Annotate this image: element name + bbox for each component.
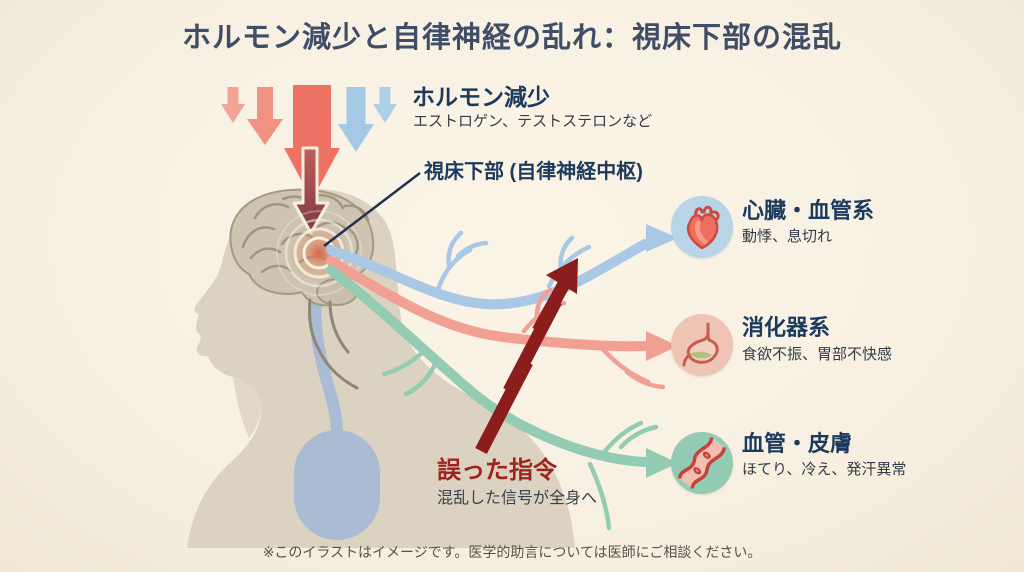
red-arrow-small-icon xyxy=(221,87,245,123)
brain-illustration xyxy=(229,188,375,390)
hormone-decrease-sublabel: エストロゲン、テストステロンなど xyxy=(413,113,653,130)
disclaimer-note: ※このイラストはイメージです。医学的助言については医師にご相談ください。 xyxy=(262,544,762,560)
heart-icon-circle xyxy=(671,196,733,258)
heart-icon xyxy=(686,205,720,250)
vessel-icon xyxy=(677,437,727,489)
hypothalamus-label: 視床下部 (自律神経中枢) xyxy=(424,161,643,183)
nerve-branch-stomach xyxy=(326,256,678,390)
organ-symptoms-cardiovascular: 動悸、息切れ xyxy=(742,228,833,245)
organ-name-digestive: 消化器系 xyxy=(742,315,831,340)
spine-illustration xyxy=(294,294,380,540)
organ-name-vessel-skin: 血管・皮膚 xyxy=(742,431,853,456)
stomach-icon-circle xyxy=(671,314,733,376)
impact-arrow-icon xyxy=(292,146,330,235)
blue-arrow-medium-icon xyxy=(338,87,374,152)
red-arrow-large-icon xyxy=(284,85,340,200)
stomach-icon xyxy=(682,322,719,367)
organ-name-cardiovascular: 心臓・血管系 xyxy=(742,198,875,223)
organ-symptoms-digestive: 食欲不振、胃部不快感 xyxy=(742,346,893,363)
brain-gyri xyxy=(241,193,370,274)
hypothalamus-leader-line xyxy=(323,172,421,247)
hormone-decrease-label: ホルモン減少 xyxy=(412,84,550,110)
hypothalamus-glow xyxy=(276,210,362,296)
vessel-icon-circle xyxy=(671,432,733,494)
error-signal-bolt-icon xyxy=(475,258,578,454)
red-arrow-medium-icon xyxy=(247,87,283,145)
hormone-decrease-arrows xyxy=(221,85,397,235)
error-signal-sublabel: 混乱した信号が全身へ xyxy=(437,490,598,507)
error-signal-label: 誤った指令 xyxy=(437,457,557,484)
nerve-branch-heart xyxy=(326,224,678,310)
page-title: ホルモン減少と自律神経の乱れ：視床下部の混乱 xyxy=(181,22,842,54)
blue-arrow-small-icon xyxy=(373,87,397,123)
organ-symptoms-vessel-skin: ほてり、冷え、発汗異常 xyxy=(742,461,907,478)
